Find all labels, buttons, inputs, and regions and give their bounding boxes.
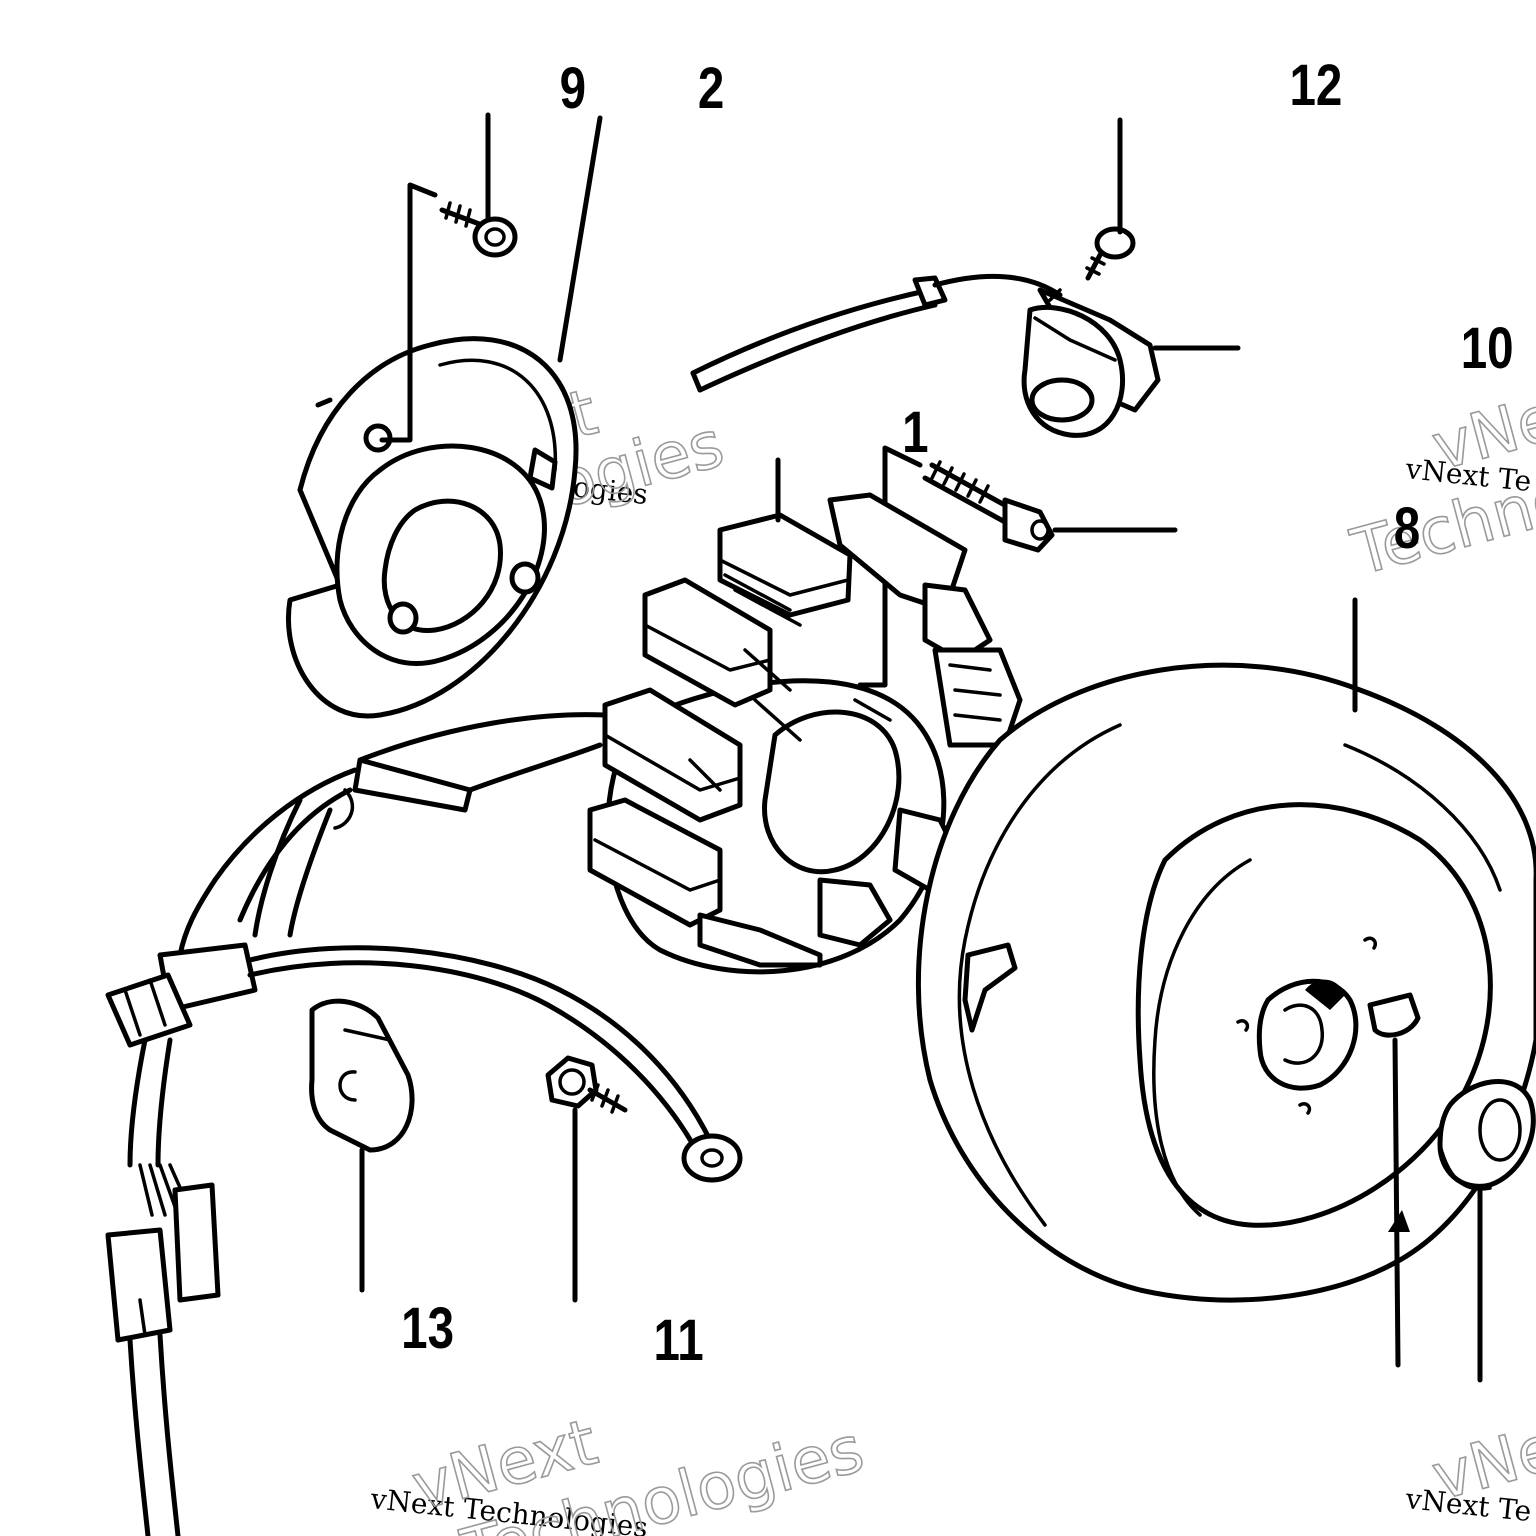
washer bbox=[1437, 1079, 1536, 1191]
callout-labels: 9 2 12 10 1 8 3 13 11 4 7 bbox=[401, 54, 1514, 1374]
ground-bolt bbox=[545, 1055, 628, 1114]
pulse-generator bbox=[690, 273, 1161, 438]
callout-13: 13 bbox=[401, 1297, 454, 1362]
flywheel-rotor bbox=[915, 662, 1536, 1303]
generator-screw bbox=[1085, 226, 1136, 281]
callout-11: 11 bbox=[653, 1309, 703, 1374]
wiring-harness bbox=[105, 712, 743, 1536]
leader-line-9-bracket bbox=[379, 182, 438, 443]
pulser-plate bbox=[286, 336, 579, 719]
callout-9: 9 bbox=[560, 57, 586, 122]
leader-arrow-4 bbox=[1388, 1210, 1410, 1232]
callout-10: 10 bbox=[1461, 317, 1514, 382]
watermarks: vNext Technologies vNext Technologies vN… bbox=[313, 365, 1536, 1536]
leader-line-4 bbox=[1392, 1037, 1401, 1368]
callout-2: 2 bbox=[698, 57, 724, 122]
leader-line-2 bbox=[557, 115, 603, 363]
woodruff-key bbox=[1367, 992, 1421, 1038]
stator-bolt bbox=[922, 460, 1055, 553]
plate-screw bbox=[439, 201, 518, 258]
callout-8: 8 bbox=[1394, 497, 1420, 562]
callout-1: 1 bbox=[902, 401, 928, 466]
wire-clamp bbox=[309, 998, 415, 1153]
callout-12: 12 bbox=[1289, 54, 1342, 119]
